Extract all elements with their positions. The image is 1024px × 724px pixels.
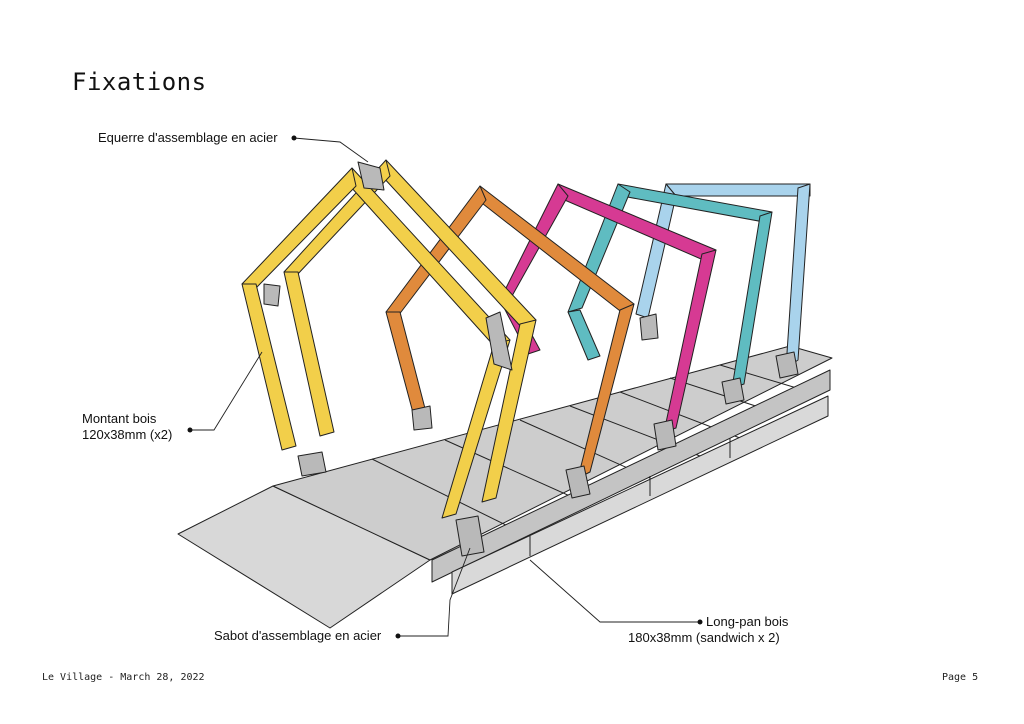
page-title: Fixations [72,68,207,96]
post-label: Montant bois 120x38mm (x2) [82,411,172,443]
shoe-label: Sabot d'assemblage en acier [214,628,382,643]
bracket-label: Equerre d'assemblage en acier [98,130,278,145]
footer-right: Page 5 [942,672,979,683]
frame-1 [241,159,537,519]
post-label-line2: 120x38mm (x2) [82,427,173,442]
beam-label: Long-pan bois [706,614,788,630]
beam-label-line1: Long-pan bois [706,614,789,629]
long-pan-beam [431,369,831,583]
beam-label-2: 180x38mm (sandwich x 2) [628,630,780,645]
deck-platform [272,345,833,561]
frame-5 [635,183,811,369]
steel-fixings [263,161,799,557]
footer-left: Le Village - March 28, 2022 [42,672,205,683]
long-pan-beam-front [451,395,829,595]
post-label-line1: Montant bois [82,411,157,426]
frame-2 [385,185,635,479]
